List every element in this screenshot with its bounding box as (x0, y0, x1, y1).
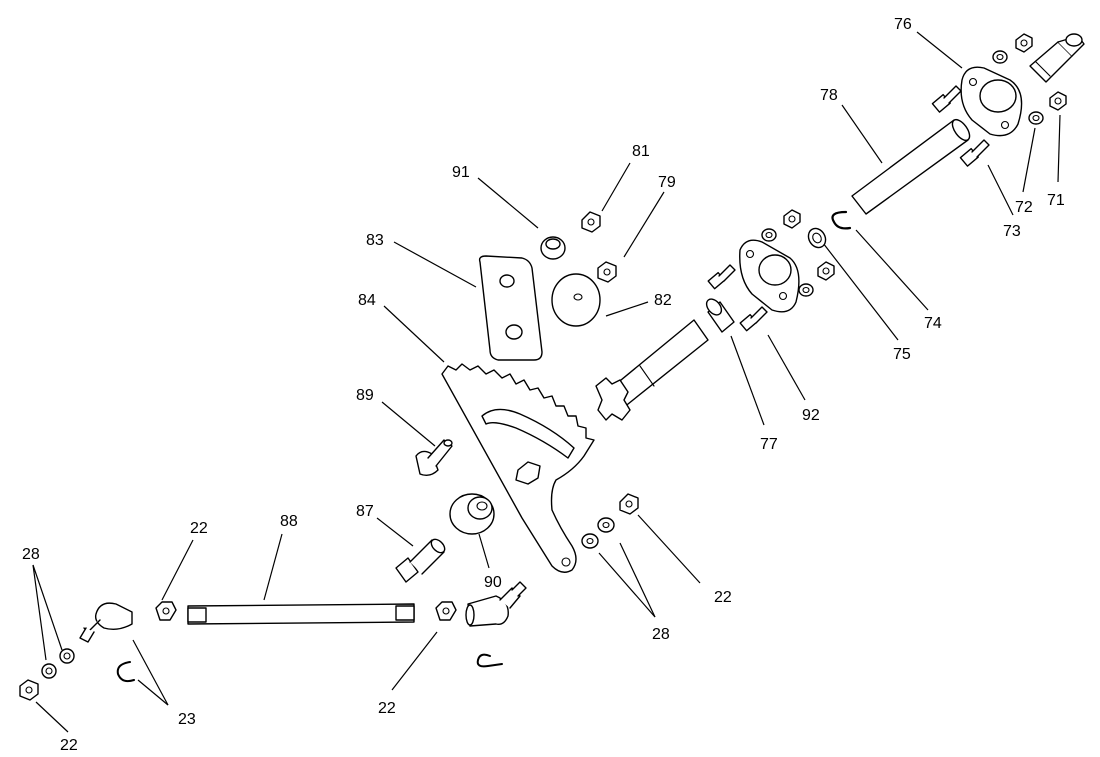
gear-sector-84 (441, 363, 595, 573)
callout-89: 89 (356, 387, 374, 404)
callout-92: 92 (802, 407, 820, 424)
nut-22-left (19, 679, 39, 701)
rod-88 (187, 603, 415, 625)
callout-77: 77 (760, 436, 778, 453)
washer-82 (551, 273, 601, 327)
washer-28-right-b (581, 533, 599, 549)
callout-28-right: 28 (652, 626, 670, 643)
nut-22-rod-right (435, 601, 457, 621)
washer-75 (807, 227, 827, 249)
e-ring-74 (831, 210, 852, 230)
washer-91 (540, 236, 566, 260)
ball-joint-right (465, 581, 527, 627)
washer-28-left-b (41, 663, 57, 679)
pinion-shaft (595, 319, 709, 421)
nut-top (1015, 33, 1033, 53)
callout-88: 88 (280, 513, 298, 530)
bolt-mid-a (707, 264, 736, 290)
spacer-90 (449, 493, 495, 535)
callout-73: 73 (1003, 223, 1021, 240)
hairpin-left (116, 661, 135, 683)
callout-82: 82 (654, 292, 672, 309)
bushing-77 (705, 298, 735, 333)
washer-top (992, 50, 1008, 64)
ball-joint-left (79, 602, 133, 643)
callout-labels: 76 78 71 72 73 74 75 77 92 81 91 79 83 8… (22, 16, 1065, 754)
callout-22-left: 22 (60, 737, 78, 754)
callout-78: 78 (820, 87, 838, 104)
bolt-73 (959, 139, 990, 167)
callout-91: 91 (452, 164, 470, 181)
callout-87: 87 (356, 503, 374, 520)
bolt-89 (415, 439, 453, 477)
bolt-87 (395, 538, 446, 583)
nut-mid-a (783, 209, 801, 229)
grease-fitting (1029, 33, 1085, 83)
washer-mid-b (798, 283, 814, 297)
callout-74: 74 (924, 315, 942, 332)
callout-90: 90 (484, 574, 502, 591)
callout-22-rod-left: 22 (190, 520, 208, 537)
tube-78 (851, 118, 971, 215)
nut-mid-b (817, 261, 835, 281)
washer-28-left-a (59, 648, 75, 664)
nut-71 (1049, 91, 1067, 111)
callout-75: 75 (893, 346, 911, 363)
nut-81 (581, 211, 601, 233)
washer-72 (1028, 111, 1044, 125)
callout-83: 83 (366, 232, 384, 249)
callout-28-left: 28 (22, 546, 40, 563)
callout-22-rod-right: 22 (378, 700, 396, 717)
callout-81: 81 (632, 143, 650, 160)
callout-22-right: 22 (714, 589, 732, 606)
nut-22-rod-left (155, 601, 177, 621)
leader-lines (32, 31, 1061, 733)
bolt-top-left (931, 85, 962, 113)
callout-71: 71 (1047, 192, 1065, 209)
washer-28-right-a (597, 517, 615, 533)
callout-23: 23 (178, 711, 196, 728)
washer-mid-a (761, 228, 777, 242)
callout-79: 79 (658, 174, 676, 191)
hairpin-right (476, 653, 503, 668)
nut-22-right (619, 493, 639, 515)
callout-76: 76 (894, 16, 912, 33)
flange-bearing-mid (739, 239, 800, 313)
plate-83 (478, 255, 543, 361)
flange-bearing-76 (960, 66, 1023, 137)
bolt-92 (739, 306, 768, 332)
callout-84: 84 (358, 292, 376, 309)
nut-79 (597, 261, 617, 283)
callout-72: 72 (1015, 199, 1033, 216)
